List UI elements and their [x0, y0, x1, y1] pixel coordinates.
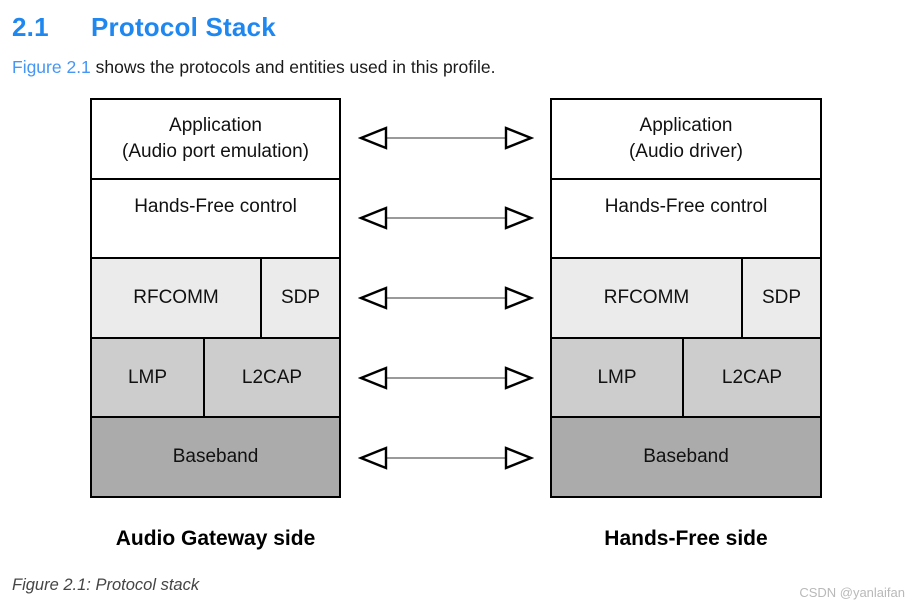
- lmp-l2cap-row: LMP L2CAP: [552, 336, 820, 417]
- hands-free-control-label: Hands-Free control: [134, 196, 297, 218]
- lmp-l2cap-row: LMP L2CAP: [92, 336, 339, 417]
- bidirectional-arrow-lmp-l2cap: [358, 366, 534, 390]
- application-label: Application: [639, 114, 733, 136]
- bidirectional-arrow-rfcomm-sdp: [358, 286, 534, 310]
- l2cap-box: L2CAP: [684, 338, 820, 417]
- hands-free-control-label: Hands-Free control: [604, 196, 768, 218]
- baseband-row: Baseband: [552, 416, 820, 496]
- section-title: Protocol Stack: [91, 12, 276, 42]
- section-number: 2.1: [12, 12, 49, 42]
- rfcomm-sdp-row: RFCOMM SDP: [92, 257, 339, 337]
- hands-free-control-box: Hands-Free control: [92, 180, 339, 258]
- figure-caption: Figure 2.1: Protocol stack: [12, 576, 200, 594]
- rfcomm-sdp-row: RFCOMM SDP: [552, 257, 820, 337]
- baseband-box: Baseband: [552, 418, 820, 496]
- bidirectional-arrow-hands-free-control: [358, 206, 534, 230]
- lmp-box: LMP: [92, 338, 205, 417]
- audio-gateway-stack: Application (Audio port emulation) Hands…: [90, 98, 341, 498]
- hands-free-stack: Application (Audio driver) Hands-Free co…: [550, 98, 822, 498]
- sdp-box: SDP: [262, 259, 339, 337]
- hands-free-control-box: Hands-Free control: [552, 180, 820, 258]
- hands-free-control-row: Hands-Free control: [552, 177, 820, 258]
- audio-gateway-side-label: Audio Gateway side: [115, 527, 316, 550]
- baseband-box: Baseband: [92, 418, 339, 496]
- section-heading: 2.1 Protocol Stack: [12, 12, 276, 43]
- l2cap-box: L2CAP: [205, 338, 339, 417]
- application-row: Application (Audio driver): [552, 100, 820, 178]
- application-label: Application: [169, 114, 262, 136]
- lmp-box: LMP: [552, 338, 684, 417]
- application-box: Application (Audio port emulation): [92, 100, 339, 178]
- application-box: Application (Audio driver): [552, 100, 820, 178]
- baseband-row: Baseband: [92, 416, 339, 496]
- hands-free-side-label: Hands-Free side: [604, 527, 768, 550]
- bidirectional-arrow-baseband: [358, 446, 534, 470]
- application-sublabel: (Audio driver): [628, 140, 744, 162]
- figure-reference-link[interactable]: Figure 2.1: [12, 57, 91, 77]
- bidirectional-arrow-application: [358, 126, 534, 150]
- application-row: Application (Audio port emulation): [92, 100, 339, 178]
- rfcomm-box: RFCOMM: [552, 259, 743, 337]
- watermark-text: CSDN @yanlaifan: [799, 585, 905, 600]
- intro-text: shows the protocols and entities used in…: [90, 57, 496, 77]
- hands-free-control-row: Hands-Free control: [92, 177, 339, 258]
- intro-paragraph: Figure 2.1 shows the protocols and entit…: [12, 57, 495, 78]
- rfcomm-box: RFCOMM: [92, 259, 262, 337]
- application-sublabel: (Audio port emulation): [122, 140, 309, 162]
- sdp-box: SDP: [743, 259, 820, 337]
